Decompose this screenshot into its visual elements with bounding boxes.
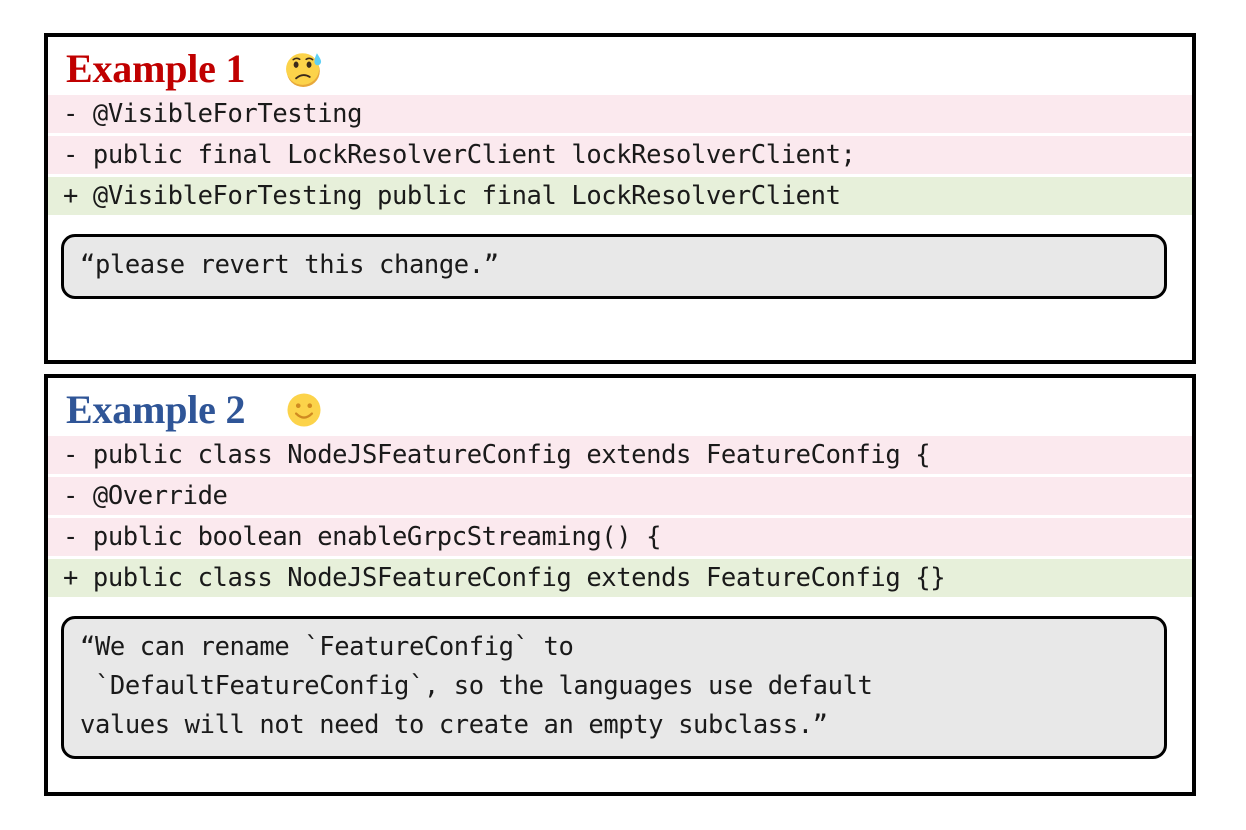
example-1-header: Example 1 (48, 37, 1192, 95)
example-card-2: Example 2 - public class NodeJSFeatureCo… (44, 374, 1196, 796)
diff-line-removed: - @VisibleForTesting (48, 95, 1192, 133)
example-2-diff: - public class NodeJSFeatureConfig exten… (48, 436, 1192, 597)
diff-line-removed: - public class NodeJSFeatureConfig exten… (48, 436, 1192, 474)
diff-line-removed: - public final LockResolverClient lockRe… (48, 136, 1192, 174)
quote-text-line: “We can rename `FeatureConfig` to (80, 632, 574, 662)
example-2-header: Example 2 (48, 378, 1192, 436)
reviewer-comment-bubble: “We can rename `FeatureConfig` to `Defau… (61, 616, 1167, 759)
example-2-quote-wrap: “We can rename `FeatureConfig` to `Defau… (48, 597, 1192, 759)
quote-text-line: `DefaultFeatureConfig`, so the languages… (80, 671, 873, 701)
example-1-title: Example 1 (66, 45, 246, 91)
example-card-1: Example 1 - @VisibleForTesting - public … (44, 33, 1196, 364)
example-1-diff: - @VisibleForTesting - public final Lock… (48, 95, 1192, 215)
quote-text-line: values will not need to create an empty … (80, 710, 828, 740)
diff-line-removed: - @Override (48, 477, 1192, 515)
diff-line-added: + @VisibleForTesting public final LockRe… (48, 177, 1192, 215)
example-1-quote-wrap: “please revert this change.” (48, 215, 1192, 299)
quote-text-line: “please revert this change.” (80, 250, 499, 280)
diff-line-removed: - public boolean enableGrpcStreaming() { (48, 518, 1192, 556)
diff-line-added: + public class NodeJSFeatureConfig exten… (48, 559, 1192, 597)
smiling-face-emoji (281, 387, 327, 433)
reviewer-comment-bubble: “please revert this change.” (61, 234, 1167, 299)
example-2-title: Example 2 (66, 386, 246, 432)
confused-sweat-face-emoji (281, 46, 327, 92)
